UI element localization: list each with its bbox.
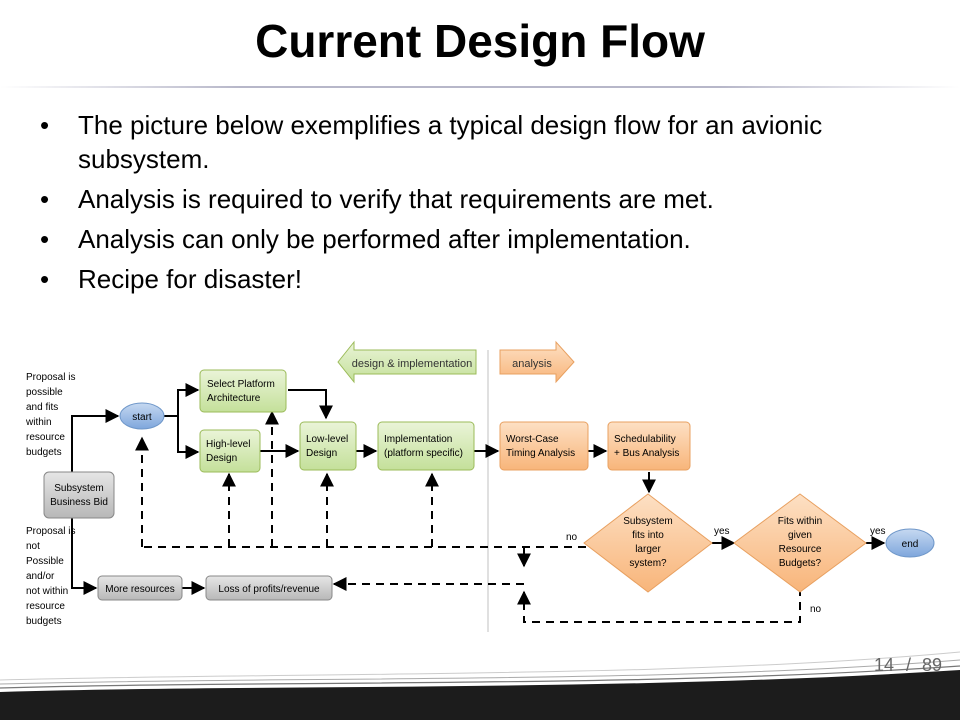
end-label: end — [902, 539, 919, 550]
loss-profits-label: Loss of profits/revenue — [218, 584, 320, 595]
phase-design-label: design & implementation — [352, 358, 472, 370]
bullet-text: Analysis is required to verify that requ… — [78, 184, 714, 214]
no-label: no — [810, 604, 822, 615]
bid-label: Subsystem — [54, 483, 103, 494]
subsystem-bid-box: Subsystem Business Bid — [43, 471, 115, 519]
bullet-item: • Recipe for disaster! — [40, 262, 920, 296]
footer-swoosh — [0, 651, 960, 720]
wcet-analysis-box: Worst-Case Timing Analysis — [499, 421, 589, 471]
bullet-item: • Analysis can only be performed after im… — [40, 222, 920, 256]
low-level-label: Low-level — [306, 434, 348, 445]
label-line: not — [26, 541, 40, 552]
budget-label: Fits within — [778, 516, 822, 527]
fits-label: larger — [635, 544, 661, 555]
high-level-design-box: High-level Design — [199, 429, 261, 473]
page-separator: / — [906, 655, 912, 675]
phase-analysis-arrow: analysis — [499, 340, 575, 384]
label-line: not within — [26, 586, 68, 597]
label-line: Possible — [26, 556, 64, 567]
bullet-text: Recipe for disaster! — [78, 264, 302, 294]
bullet-item: • Analysis is required to verify that req… — [40, 182, 920, 216]
fits-budget-label: Proposal is possible and fits within res… — [25, 372, 75, 458]
wcet-label: Timing Analysis — [506, 448, 575, 459]
label-line: and/or — [26, 571, 55, 582]
label-line: budgets — [26, 447, 62, 458]
label-line: possible — [26, 387, 63, 398]
wcet-label: Worst-Case — [506, 434, 559, 445]
yes-label: yes — [870, 526, 886, 537]
label-line: and fits — [26, 402, 58, 413]
budget-label: given — [788, 530, 812, 541]
label-line: within — [25, 417, 52, 428]
label-line: budgets — [26, 616, 62, 627]
bullet-dot: • — [40, 110, 50, 140]
bullet-dot: • — [40, 224, 50, 254]
bullet-dot: • — [40, 264, 50, 294]
label-line: resource — [26, 601, 65, 612]
yes-label: yes — [714, 526, 730, 537]
high-level-label: Design — [206, 453, 237, 464]
dashed-feedback — [135, 410, 801, 623]
start-node: start — [119, 402, 165, 430]
impl-label: (platform specific) — [384, 448, 463, 459]
sched-label: + Bus Analysis — [614, 448, 679, 459]
low-level-label: Design — [306, 448, 337, 459]
design-flow-diagram: design & implementation analysis Proposa… — [25, 340, 935, 632]
no-label: no — [566, 532, 578, 543]
sched-label: Schedulability — [614, 434, 676, 445]
bid-label: Business Bid — [50, 497, 108, 508]
start-label: start — [132, 412, 152, 423]
implementation-box: Implementation (platform specific) — [377, 421, 475, 471]
slide-title: Current Design Flow — [255, 15, 705, 67]
bullet-text: Analysis can only be performed after imp… — [78, 224, 691, 254]
not-fits-label: Proposal is not Possible and/or not with… — [26, 526, 75, 627]
bullet-dot: • — [40, 184, 50, 214]
budget-label: Budgets? — [779, 558, 822, 569]
budget-label: Resource — [779, 544, 822, 555]
platform-label: Select Platform — [207, 379, 275, 390]
page-total: 89 — [922, 655, 943, 675]
end-node: end — [885, 528, 935, 558]
low-level-design-box: Low-level Design — [299, 421, 357, 471]
fits-label: fits into — [632, 530, 664, 541]
bullet-list: • The picture below exemplifies a typical… — [40, 108, 920, 302]
bullet-item: • The picture below exemplifies a typical… — [40, 108, 920, 176]
loss-profits-box: Loss of profits/revenue — [205, 575, 333, 601]
page-current: 14 — [874, 655, 895, 675]
select-platform-box: Select Platform Architecture — [199, 369, 287, 413]
fits-label: system? — [629, 558, 667, 569]
schedulability-box: Schedulability + Bus Analysis — [607, 421, 691, 471]
bullet-text: The picture below exemplifies a typical … — [78, 110, 823, 174]
phase-analysis-label: analysis — [512, 358, 552, 370]
impl-label: Implementation — [384, 434, 452, 445]
title-underline — [0, 86, 960, 88]
label-line: resource — [26, 432, 65, 443]
label-line: Proposal is — [26, 372, 75, 383]
fits-label: Subsystem — [623, 516, 672, 527]
solid-connectors — [71, 383, 886, 595]
label-line: Proposal is — [26, 526, 75, 537]
more-resources-box: More resources — [97, 575, 183, 601]
more-resources-label: More resources — [105, 584, 174, 595]
platform-label: Architecture — [207, 393, 261, 404]
fits-system-decision: Subsystem fits into larger system? — [583, 493, 713, 593]
high-level-label: High-level — [206, 439, 250, 450]
fits-budget-decision: Fits within given Resource Budgets? — [733, 493, 867, 593]
phase-design-arrow: design & implementation — [337, 340, 477, 384]
